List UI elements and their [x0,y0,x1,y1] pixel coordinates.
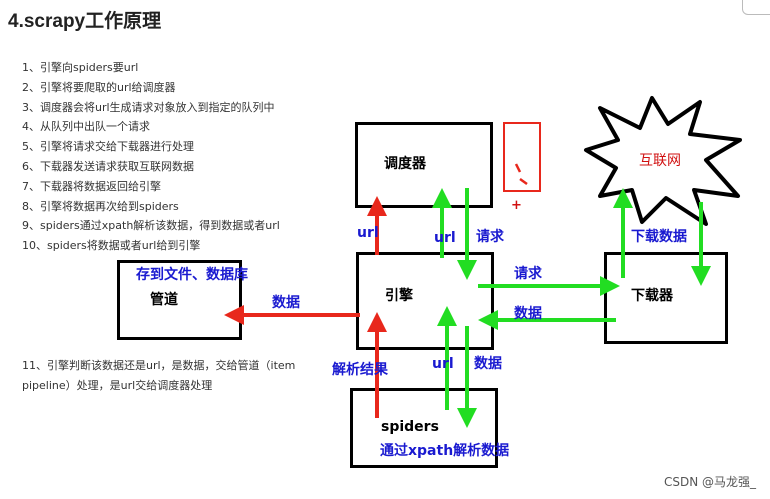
pipeline-label: 管道 [150,292,178,308]
engine-label: 引擎 [385,288,413,304]
step-item: 9、spiders通过xpath解析该数据，得到数据或者url [22,219,280,233]
engine-request-label: 请求 [514,266,542,282]
step-item: 7、下载器将数据返回给引擎 [22,179,161,193]
store-label: 存到文件、数据库 [136,267,248,283]
parse-result-label: 解析结果 [332,362,388,378]
step-item: 5、引擎将请求交给下载器进行处理 [22,140,194,154]
step-item: 6、下载器发送请求获取互联网数据 [22,159,194,173]
queue-mark [519,177,528,186]
internet-label: 互联网 [639,153,681,169]
step-11-text: 11、引擎判断该数据还是url，是数据，交给管道（item pipeline）处… [22,359,296,392]
page-title: 4.scrapy工作原理 [8,11,162,32]
scheduler-url-label: url [357,225,379,241]
plus-mark: + [511,198,522,213]
scheduler-request-label: 请求 [476,229,504,245]
step-item: 8、引擎将数据再次给到spiders [22,199,179,213]
spiders-xpath-label: 通过xpath解析数据 [380,443,510,459]
steps-list: 1、引擎向spiders要url 2、引擎将要爬取的url给调度器 3、调度器会… [22,58,280,256]
queue-mark [514,163,522,173]
csdn-watermark: CSDN @马龙强_ [663,475,756,489]
scheduler-box: 调度器 [355,122,493,208]
window-corner-tab [742,0,770,15]
engine-data-label: 数据 [514,306,542,322]
scheduler-url-label-2: url [434,230,456,246]
internet-starburst [584,96,742,226]
spiders-data-label: 数据 [474,356,502,372]
queue-box [503,122,541,192]
step-item: 4、从队列中出队一个请求 [22,120,150,134]
step-item: 10、spiders将数据或者url给到引擎 [22,239,201,253]
scheduler-label: 调度器 [384,156,426,172]
downloader-label: 下载器 [631,288,673,304]
spiders-label: spiders [381,419,439,435]
step-item: 3、调度器会将url生成请求对象放入到指定的队列中 [22,100,275,114]
spiders-url-label: url [432,356,454,372]
download-data-label: 下载数据 [631,229,687,245]
step-item: 2、引擎将要爬取的url给调度器 [22,80,176,94]
spiders-box: spiders [350,388,498,468]
pipeline-box: 管道 [117,260,242,340]
pipeline-data-label: 数据 [272,295,300,311]
step-item: 1、引擎向spiders要url [22,61,139,74]
